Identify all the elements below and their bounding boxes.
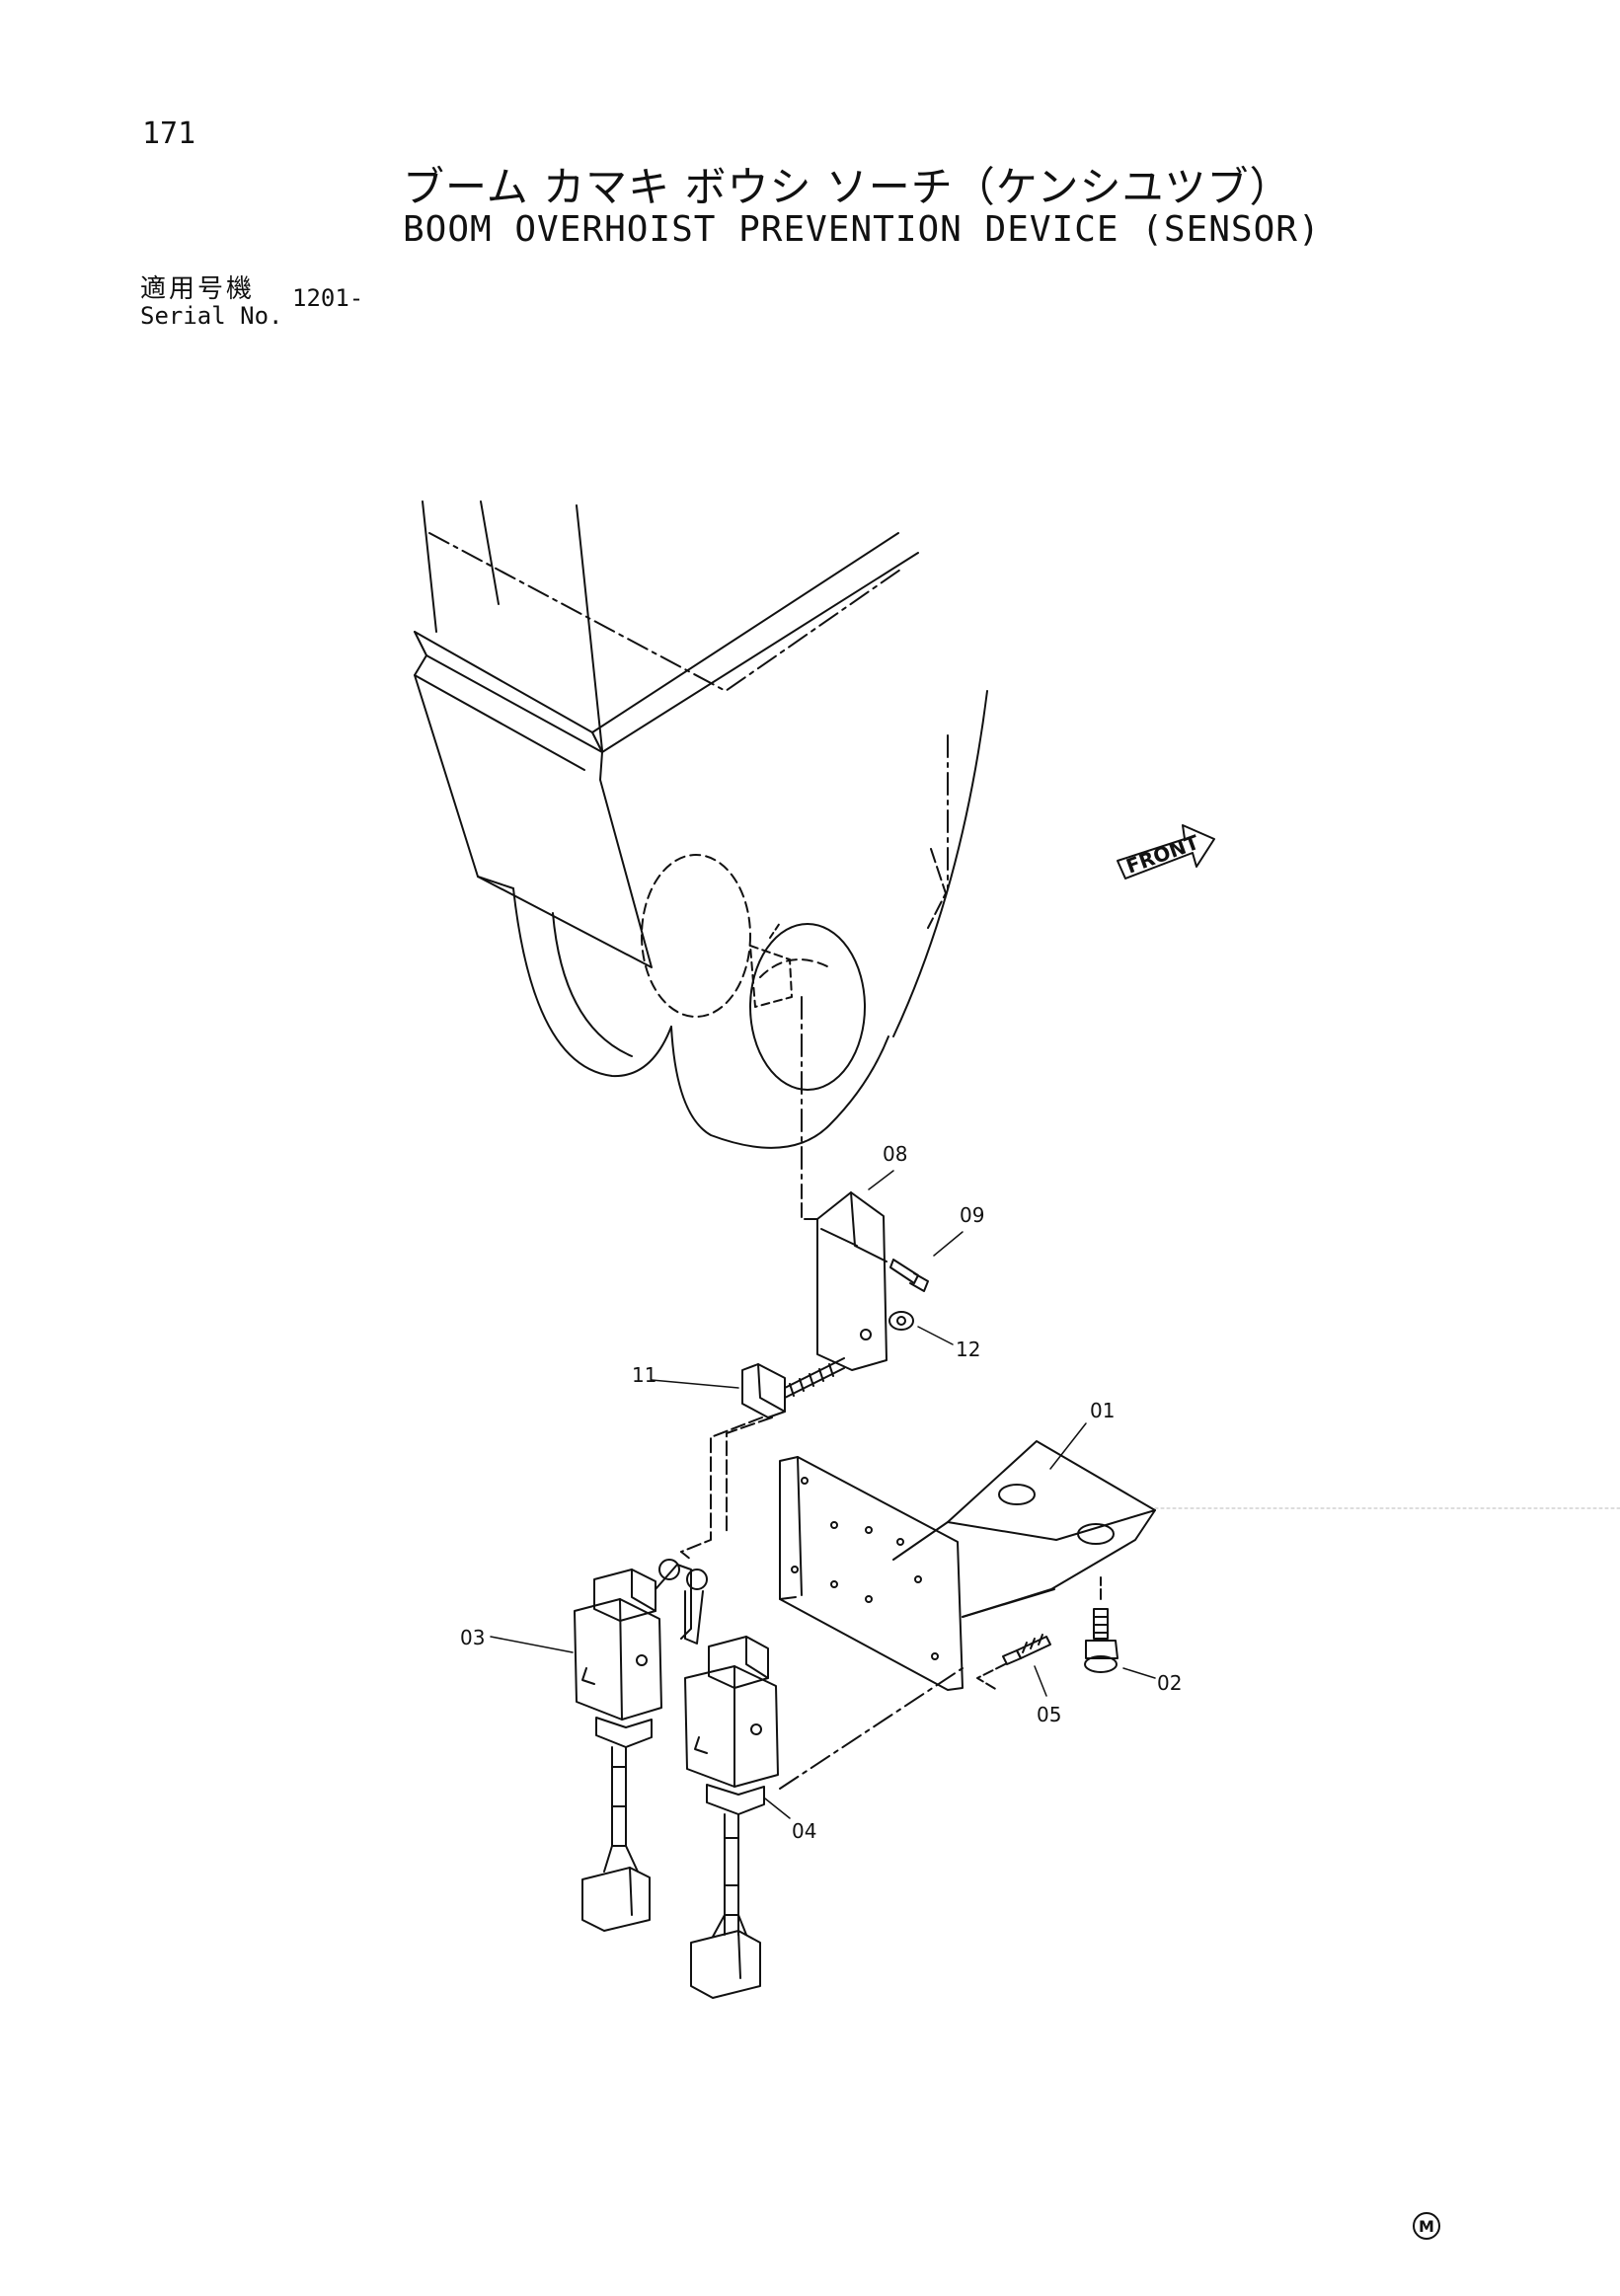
part-label-09: 09 [960, 1203, 984, 1227]
serial-label-japanese: 適用号機 [140, 274, 256, 304]
part-label-02: 02 [1157, 1671, 1182, 1695]
part-label-04: 04 [792, 1819, 816, 1843]
part-01-mounting-plate [779, 1440, 1620, 1691]
serial-value: 1201- [292, 284, 364, 312]
part-label-08: 08 [883, 1142, 907, 1166]
title-japanese: ブーム カマキ ボウシ ソーチ（ケンシユツブ） [403, 163, 1292, 211]
part-04-limit-switch [684, 1636, 964, 1999]
leader-lines [490, 1170, 1156, 1819]
part-label-03: 03 [460, 1626, 485, 1649]
part-label-12: 12 [956, 1338, 980, 1361]
title-english: BOOM OVERHOIST PREVENTION DEVICE (SENSOR… [403, 209, 1321, 250]
serial-label-english: Serial No. [140, 302, 283, 330]
part-08-bracket [801, 1184, 887, 1371]
page-number: 171 [142, 116, 196, 151]
part-label-01: 01 [1090, 1399, 1115, 1422]
part-03-limit-switch [574, 1551, 708, 1932]
front-arrow [1117, 824, 1215, 880]
part-02-bolt [1084, 1608, 1119, 1673]
boom-structure [414, 500, 988, 1186]
part-label-11: 11 [632, 1363, 656, 1387]
front-label: FRONT [1123, 830, 1202, 879]
part-09-bolt [889, 1259, 929, 1292]
part-label-05: 05 [1037, 1703, 1061, 1726]
part-labels: 01 02 03 04 05 08 09 11 12 [460, 1142, 1182, 1843]
part-11-stopper [680, 1357, 845, 1553]
part-12-nut [888, 1311, 914, 1331]
corner-mark-text: M [1419, 2217, 1434, 2236]
part-05-bolt [976, 1634, 1051, 1691]
corner-mark: M [1413, 2212, 1440, 2240]
